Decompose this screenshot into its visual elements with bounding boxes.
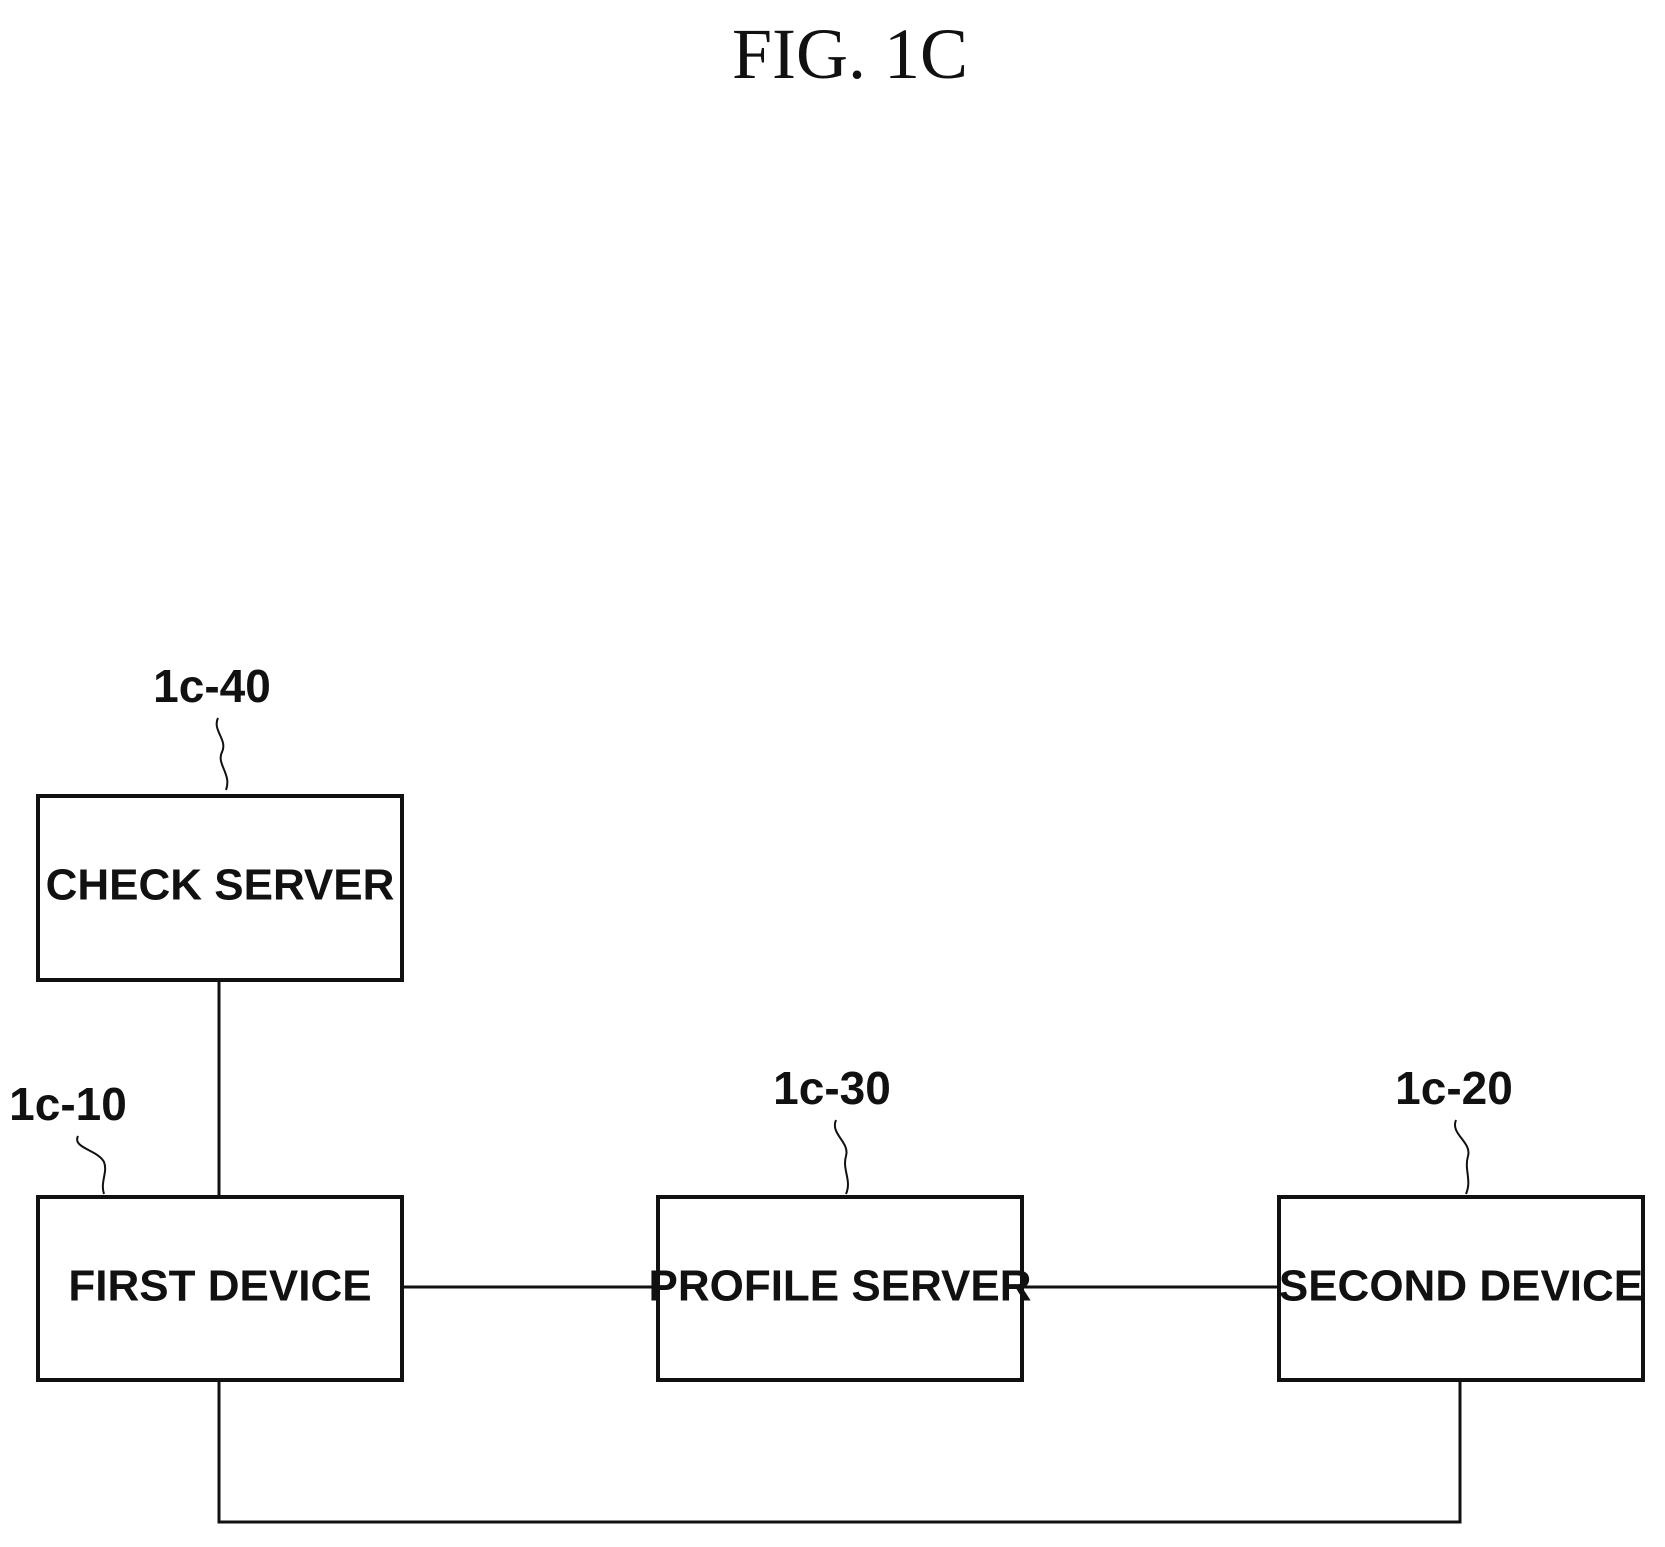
profile-server-label: PROFILE SERVER [648,1262,1031,1311]
node-check-server: CHECK SERVER 1c-40 [38,660,402,980]
figure-title: FIG. 1C [732,14,968,94]
check-server-ref: 1c-40 [153,660,271,712]
second-device-leader [1455,1120,1469,1194]
profile-server-ref: 1c-30 [773,1062,891,1114]
node-profile-server: PROFILE SERVER 1c-30 [648,1062,1031,1380]
edge-first-device-second-device [219,1379,1460,1522]
second-device-label: SECOND DEVICE [1279,1262,1643,1311]
profile-server-leader [835,1120,848,1194]
second-device-ref: 1c-20 [1395,1062,1513,1114]
first-device-ref: 1c-10 [9,1078,127,1130]
node-second-device: SECOND DEVICE 1c-20 [1279,1062,1643,1380]
first-device-label: FIRST DEVICE [68,1262,371,1311]
node-first-device: FIRST DEVICE 1c-10 [9,1078,402,1380]
check-server-leader [217,718,228,790]
first-device-leader [77,1136,105,1194]
check-server-label: CHECK SERVER [46,861,395,910]
